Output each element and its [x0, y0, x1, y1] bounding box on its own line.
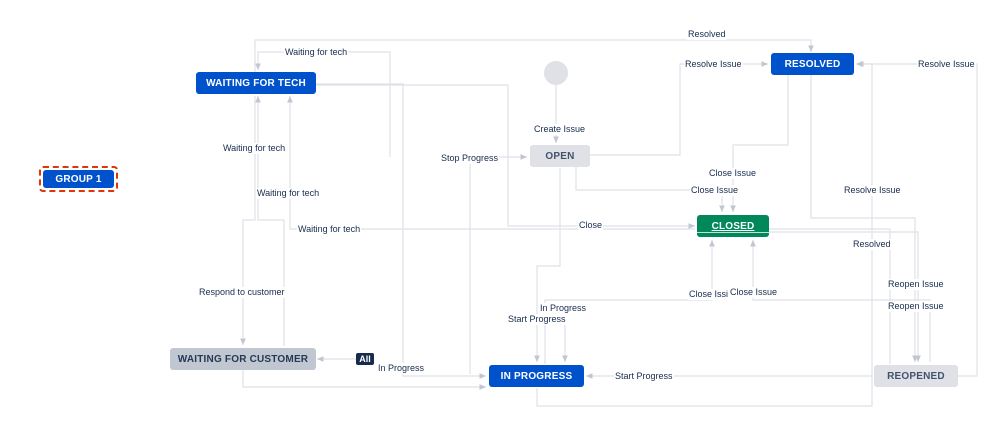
transition-in-progress-all[interactable]: In Progress: [377, 363, 426, 374]
transition-close-issue-open[interactable]: Close Issue: [690, 185, 740, 196]
line-respond-to-customer: [240, 96, 256, 345]
status-waiting-for-tech[interactable]: WAITING FOR TECH: [196, 72, 316, 94]
group-selection-outline: GROUP 1: [39, 166, 118, 192]
transition-start-progress-reopened[interactable]: Start Progress: [614, 371, 674, 382]
line-resolved-reopened: [769, 228, 891, 364]
transition-resolved-reopened[interactable]: Resolved: [852, 239, 892, 250]
line-resolved-top: [254, 39, 814, 72]
status-reopened[interactable]: REOPENED: [874, 365, 958, 387]
transition-respond-to-customer[interactable]: Respond to customer: [198, 287, 286, 298]
status-resolved[interactable]: RESOLVED: [771, 53, 854, 75]
line-stop-progress: [469, 154, 527, 374]
transition-waiting-for-tech-mid[interactable]: Waiting for tech: [256, 188, 321, 199]
line-close-issue-progress: [544, 240, 715, 364]
line-open-in-progress: [534, 168, 561, 362]
start-node[interactable]: [544, 61, 568, 85]
line-close-issue-reopened: [750, 240, 931, 362]
status-closed[interactable]: CLOSED: [697, 215, 769, 237]
transition-create-issue[interactable]: Create Issue: [533, 124, 587, 135]
transition-resolve-issue-open[interactable]: Resolve Issue: [684, 59, 743, 70]
transition-resolve-issue-right[interactable]: Resolve Issue: [917, 59, 976, 70]
transition-close-issue-resolved[interactable]: Close Issue: [708, 168, 758, 179]
line-resolve-issue-reopened: [856, 61, 978, 377]
status-waiting-for-customer[interactable]: WAITING FOR CUSTOMER: [170, 348, 316, 370]
status-group-1[interactable]: GROUP 1: [43, 170, 114, 188]
status-in-progress[interactable]: IN PROGRESS: [489, 365, 584, 387]
transition-waiting-for-tech-left[interactable]: Waiting for tech: [222, 143, 287, 154]
line-waiting-for-tech-customer: [255, 96, 285, 346]
line-tech-to-progress: [316, 83, 486, 379]
transition-stop-progress[interactable]: Stop Progress: [440, 153, 500, 164]
line-reopen-issue-closed: [769, 231, 921, 362]
transition-waiting-for-tech-customer[interactable]: Waiting for tech: [297, 224, 362, 235]
status-closed-label: CLOSED: [711, 220, 755, 232]
transition-close-issue-progress[interactable]: Close Issi: [688, 289, 730, 300]
line-close-issue-resolved: [730, 75, 789, 212]
line-resolve-issue-mid: [810, 75, 918, 362]
transition-close-issue-reopened[interactable]: Close Issue: [729, 287, 779, 298]
closed-underline-bar: [697, 232, 769, 233]
transition-reopen-issue-1[interactable]: Reopen Issue: [887, 279, 945, 290]
transition-start-progress-open[interactable]: Start Progress: [507, 314, 567, 325]
transition-waiting-for-tech-top[interactable]: Waiting for tech: [284, 47, 349, 58]
transition-close[interactable]: Close: [578, 220, 604, 231]
line-bottom-loop: [536, 61, 873, 407]
line-resolve-issue-open: [590, 61, 768, 156]
transition-resolved-top[interactable]: Resolved: [687, 29, 727, 40]
transition-resolve-issue-mid[interactable]: Resolve Issue: [843, 185, 902, 196]
line-close-issue-open: [575, 167, 725, 212]
transition-in-progress-reopened[interactable]: In Progress: [539, 303, 588, 314]
line-customer-to-progress: [242, 370, 486, 390]
line-waiting-for-tech-top: [255, 51, 391, 157]
all-badge[interactable]: All: [356, 353, 374, 365]
status-open[interactable]: OPEN: [530, 145, 590, 167]
transition-reopen-issue-2[interactable]: Reopen Issue: [887, 301, 945, 312]
